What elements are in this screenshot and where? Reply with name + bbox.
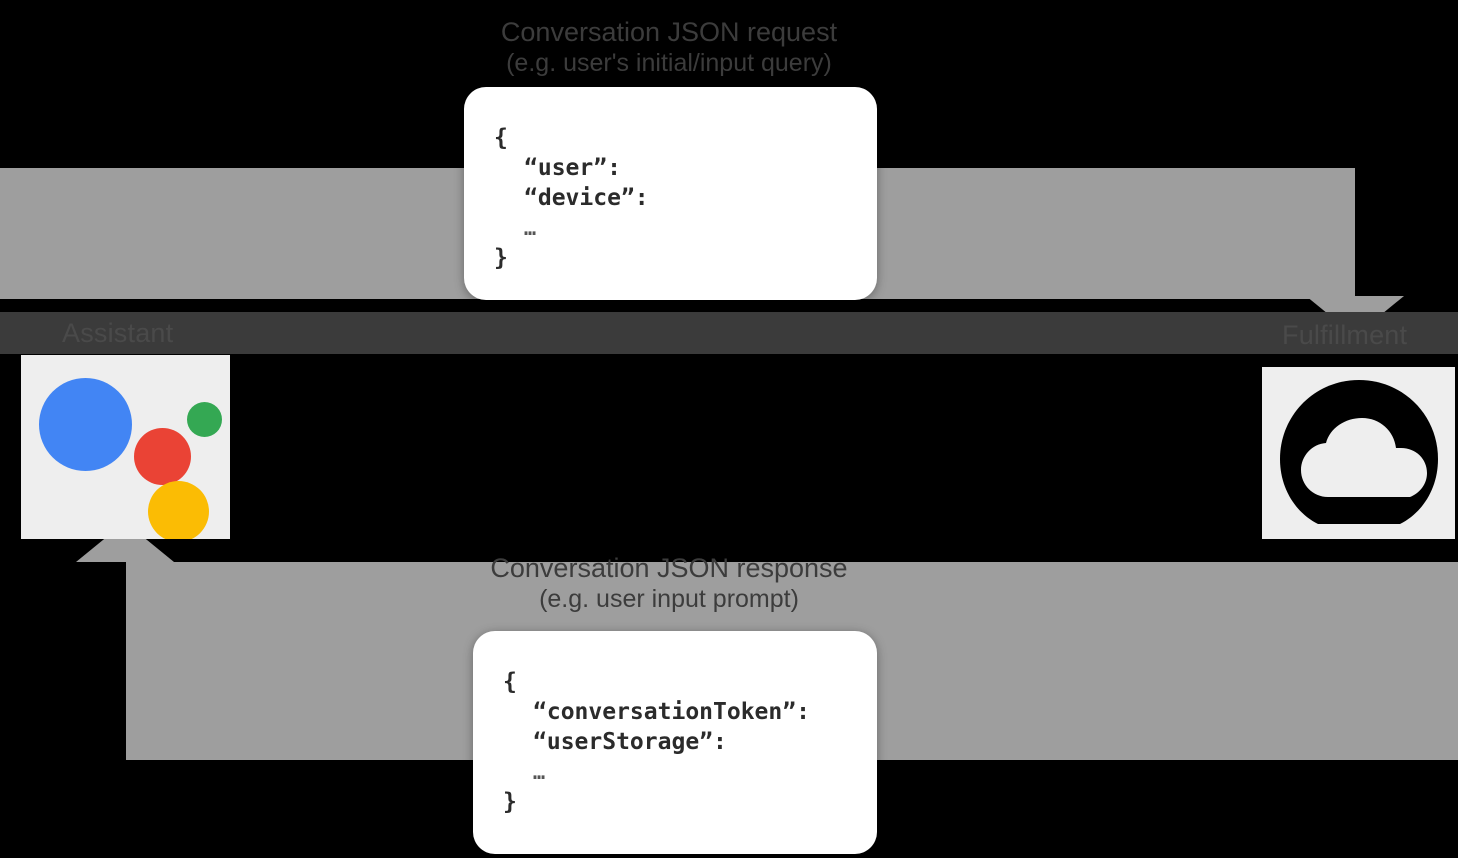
response-caption-title: Conversation JSON response [490,553,848,583]
json-line: … [524,216,537,240]
json-line: … [533,760,546,784]
response-flow-caption: Conversation JSON response (e.g. user in… [369,553,969,615]
assistant-blue-dot-icon [39,378,132,471]
conversation-json-request-card: { “user”: “device”: … } [464,87,877,300]
assistant-red-dot-icon [134,428,191,485]
request-flow-arrow-corner [1307,168,1355,216]
json-line: “device”: [524,185,649,211]
json-line: } [503,789,517,815]
response-caption-subtitle: (e.g. user input prompt) [539,585,799,613]
assistant-green-dot-icon [187,402,222,437]
json-line: { [494,125,508,151]
cloud-icon-svg [1279,380,1438,524]
cloud-glyph-wrapper [1262,367,1455,539]
json-line: “userStorage”: [533,729,727,755]
request-caption-subtitle: (e.g. user's initial/input query) [506,49,832,77]
json-line: } [494,245,508,271]
conversation-json-response-card: { “conversationToken”: “userStorage”: … … [473,631,877,854]
json-line: { [503,669,517,695]
json-line: “conversationToken”: [533,699,810,725]
center-divider-rail [0,312,1458,354]
google-assistant-icon [21,355,230,539]
cloud-icon [1262,367,1455,539]
json-line: “user”: [524,155,621,181]
node-label-assistant: Assistant [62,318,174,348]
request-flow-caption: Conversation JSON request (e.g. user's i… [369,17,969,79]
assistant-yellow-dot-icon [148,481,209,539]
node-label-fulfillment: Fulfillment [1282,320,1408,350]
request-caption-title: Conversation JSON request [500,17,838,47]
